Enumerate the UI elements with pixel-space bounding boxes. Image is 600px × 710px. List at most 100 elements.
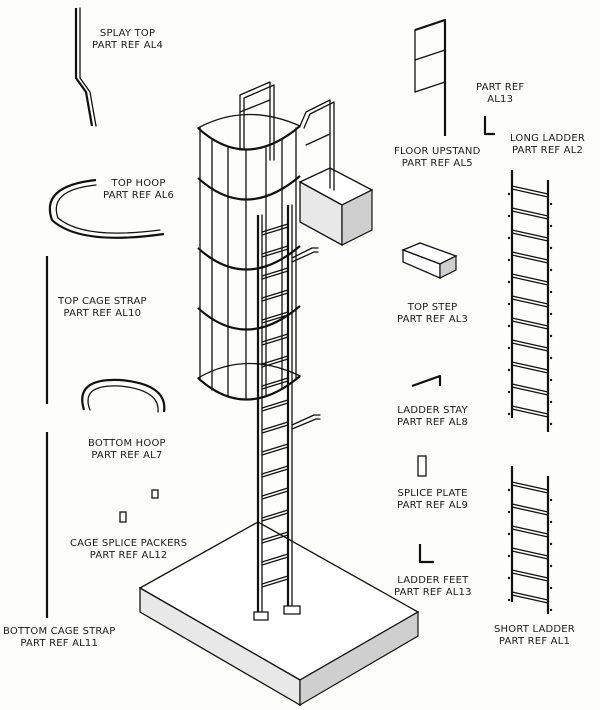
- short-ladder-rung-edge: [511, 528, 549, 538]
- upper-platform-block: [298, 167, 374, 247]
- long-ladder-rung-edge: [511, 298, 549, 308]
- ladder-rung: [261, 421, 289, 431]
- label-part-ref-al13-name: PART REF: [476, 82, 525, 93]
- short-ladder-rung: [511, 547, 549, 557]
- short-ladder-rung: [511, 503, 549, 513]
- short-ladder-bolt-hole: [507, 488, 511, 492]
- short-ladder-rung-edge: [511, 550, 549, 560]
- long-ladder-rung-edge: [511, 408, 549, 418]
- label-top-step-ref: PART REF AL3: [397, 314, 469, 325]
- part-cage-splice-packers: [119, 489, 159, 523]
- part-splice-plate: [417, 455, 427, 477]
- short-ladder-bolt-hole: [549, 586, 553, 590]
- long-ladder-bolt-hole: [507, 236, 511, 240]
- concrete-base-slab: [138, 521, 420, 707]
- long-ladder-bolt-hole: [549, 202, 553, 206]
- short-ladder-rung: [511, 481, 549, 491]
- long-ladder-bolt-hole: [549, 356, 553, 360]
- short-ladder-bolt-hole: [549, 520, 553, 524]
- label-long-ladder-name: LONG LADDER: [510, 133, 586, 144]
- label-top-step: TOP STEP PART REF AL3: [397, 302, 468, 326]
- label-long-ladder-ref: PART REF AL2: [511, 145, 584, 156]
- ladder-rung: [261, 465, 289, 475]
- long-ladder-bolt-hole: [507, 192, 511, 196]
- long-ladder-rung-edge: [511, 276, 549, 286]
- label-splay-top-name: SPLAY TOP: [99, 28, 156, 39]
- long-ladder-bolt-hole: [549, 334, 553, 338]
- label-part-ref-al13: PART REF AL13: [476, 82, 524, 106]
- assembled-ladder-feet: [253, 605, 301, 621]
- long-ladder-bolt-hole: [549, 268, 553, 272]
- label-floor-upstand-name: FLOOR UPSTAND: [394, 146, 481, 157]
- short-ladder-bolt-hole: [549, 542, 553, 546]
- short-ladder-bolt-hole: [507, 598, 511, 602]
- long-ladder-bolt-hole: [507, 368, 511, 372]
- part-top-hoop: [48, 178, 165, 239]
- label-splice-plate-name: SPLICE PLATE: [397, 488, 468, 499]
- long-ladder-rung: [511, 251, 549, 261]
- ladder-rung: [261, 531, 289, 541]
- long-ladder-bolt-hole: [507, 390, 511, 394]
- ladder-rung-edge: [261, 468, 289, 478]
- label-cage-splice-packers-ref: PART REF AL12: [89, 550, 168, 561]
- ladder-rung: [261, 443, 289, 453]
- label-bottom-hoop-name: BOTTOM HOOP: [88, 438, 166, 449]
- ladder-rung-edge: [261, 512, 289, 522]
- label-ladder-stay-name: LADDER STAY: [397, 405, 468, 416]
- part-bottom-hoop: [81, 378, 166, 413]
- long-ladder-rung: [511, 383, 549, 393]
- part-floor-upstand: [414, 18, 447, 136]
- label-bottom-cage-strap: BOTTOM CAGE STRAP PART REF AL11: [3, 626, 115, 650]
- long-ladder-bolt-hole: [507, 258, 511, 262]
- part-splay-top: [74, 7, 97, 127]
- part-bracket-al13: [483, 116, 495, 136]
- ladder-rung: [261, 487, 289, 497]
- label-ladder-stay: LADDER STAY PART REF AL8: [397, 405, 468, 429]
- long-ladder-rung-edge: [511, 364, 549, 374]
- ladder-rung: [261, 509, 289, 519]
- long-ladder-bolt-hole: [549, 422, 553, 426]
- label-bottom-cage-strap-ref: PART REF AL11: [20, 638, 99, 649]
- label-part-ref-al13-ref: AL13: [487, 94, 514, 105]
- ladder-rung: [261, 553, 289, 563]
- ladder-rung-edge: [261, 534, 289, 544]
- short-ladder-rung: [511, 569, 549, 579]
- long-ladder-rung: [511, 295, 549, 305]
- label-top-cage-strap-name: TOP CAGE STRAP: [58, 296, 147, 307]
- short-ladder-rung-edge: [511, 506, 549, 516]
- long-ladder-bolt-hole: [507, 324, 511, 328]
- label-splay-top-ref: PART REF AL4: [92, 40, 164, 51]
- long-ladder-bolt-hole: [507, 280, 511, 284]
- label-ladder-stay-ref: PART REF AL8: [397, 417, 469, 428]
- short-ladder-rung: [511, 591, 549, 601]
- label-top-hoop: TOP HOOP PART REF AL6: [103, 178, 174, 202]
- label-top-step-name: TOP STEP: [407, 302, 458, 313]
- ladder-rung-edge: [261, 446, 289, 456]
- label-splice-plate: SPLICE PLATE PART REF AL9: [397, 488, 468, 512]
- long-ladder-rung-edge: [511, 232, 549, 242]
- long-ladder-rung-edge: [511, 386, 549, 396]
- label-long-ladder: LONG LADDER PART REF AL2: [510, 133, 585, 157]
- long-ladder-bolt-hole: [507, 412, 511, 416]
- part-ladder-stay: [411, 374, 442, 388]
- long-ladder-rung: [511, 229, 549, 239]
- safety-cage: [197, 113, 301, 401]
- label-floor-upstand-ref: PART REF AL5: [401, 158, 473, 169]
- long-ladder-bolt-hole: [549, 400, 553, 404]
- short-ladder-bolt-hole: [549, 498, 553, 502]
- label-ladder-feet-name: LADDER FEET: [397, 575, 469, 586]
- long-ladder-rung: [511, 185, 549, 195]
- long-ladder-rung: [511, 361, 549, 371]
- long-ladder-bolt-hole: [507, 346, 511, 350]
- short-ladder-bolt-hole: [507, 576, 511, 580]
- ladder-rung-edge: [261, 490, 289, 500]
- ladder-rung-edge: [261, 578, 289, 588]
- label-top-cage-strap-ref: PART REF AL10: [63, 308, 142, 319]
- label-splice-plate-ref: PART REF AL9: [397, 500, 469, 511]
- assembled-splay-tops: [239, 81, 335, 191]
- label-top-cage-strap: TOP CAGE STRAP PART REF AL10: [58, 296, 147, 320]
- long-ladder-rung-edge: [511, 254, 549, 264]
- ladder-rung-edge: [261, 556, 289, 566]
